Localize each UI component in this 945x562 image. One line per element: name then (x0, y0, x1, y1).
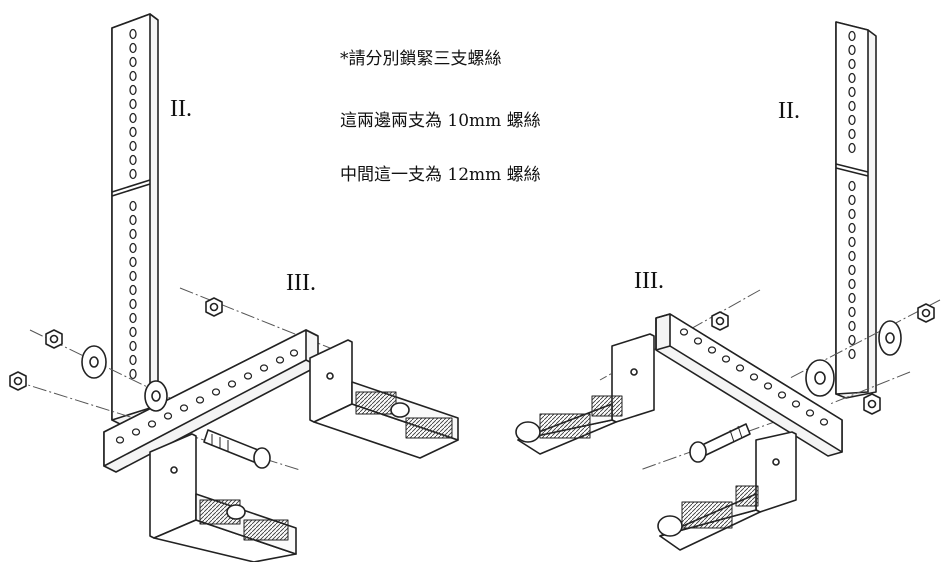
note-side-screws-10mm: 這兩邊兩支為 10mm 螺絲 (340, 111, 541, 131)
label-right-upright: II. (778, 98, 800, 124)
label-right-crossbar: III. (634, 268, 664, 294)
left-washer-2 (144, 380, 168, 412)
left-crossbar-holes (115, 349, 299, 444)
right-assembly (515, 21, 941, 551)
left-foot-front (149, 433, 297, 562)
left-bolt (203, 429, 271, 469)
note-middle-screw-12mm: 中間這一支為 12mm 螺絲 (340, 165, 541, 185)
right-upright-holes (848, 30, 856, 360)
right-crossbar-holes (679, 328, 829, 426)
left-upright-bar (111, 13, 159, 425)
left-foot-back (309, 339, 459, 459)
right-upright-bar (835, 21, 877, 399)
note-tighten-screws: *請分別鎖緊三支螺絲 (340, 49, 502, 69)
left-crossbar (103, 329, 319, 473)
right-bolt (689, 423, 751, 463)
right-nut-3 (863, 393, 881, 415)
right-foot-back (515, 333, 655, 455)
right-nut-2 (917, 303, 935, 323)
label-left-upright: II. (170, 96, 192, 122)
left-nut-1 (45, 329, 63, 349)
label-left-crossbar: III. (286, 270, 316, 296)
right-nut-1 (711, 311, 729, 331)
right-foot-front (657, 431, 797, 551)
right-washer-1 (878, 320, 902, 356)
left-washer-1 (81, 345, 107, 379)
left-assembly (9, 13, 459, 562)
left-upright-holes (129, 28, 137, 380)
left-nut-2 (9, 371, 27, 391)
right-crossbar (655, 313, 843, 457)
right-washer-2 (805, 359, 835, 397)
left-nut-3 (205, 297, 223, 317)
